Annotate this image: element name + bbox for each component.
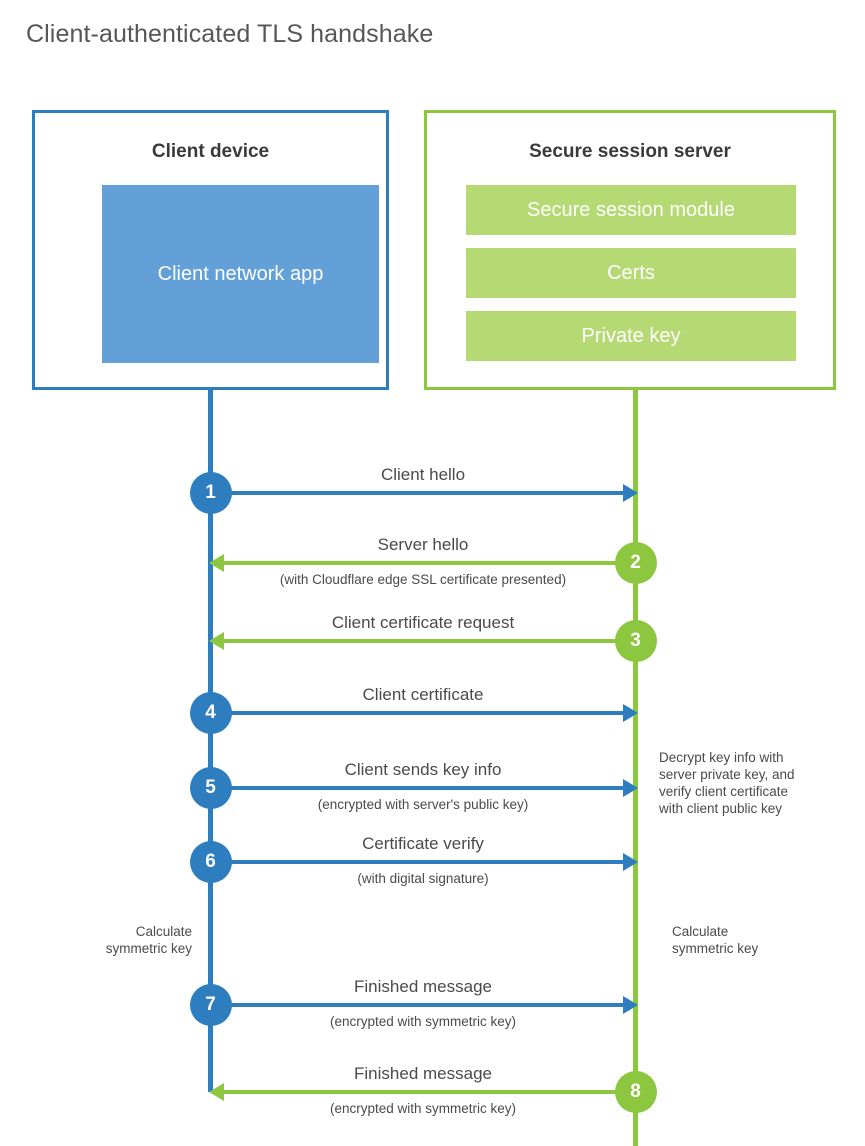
message-sublabel-6: (with digital signature)	[357, 871, 489, 886]
step-number-5[interactable]: 5	[189, 767, 232, 809]
step-number-8[interactable]: 8	[614, 1071, 657, 1113]
message-label-3: Client certificate request	[331, 613, 515, 632]
message-sublabel-7: (encrypted with symmetric key)	[329, 1014, 517, 1029]
message-label-5: Client sends key info	[344, 760, 502, 779]
step-number-6[interactable]: 6	[189, 841, 232, 883]
server-component-private-key: Private key	[466, 311, 796, 361]
step-number-3[interactable]: 3	[614, 620, 657, 662]
arrow-head-3	[208, 632, 224, 650]
arrow-line-8	[222, 1090, 636, 1094]
note-client-calculate-symmetric-key: Calculate symmetric key	[105, 924, 192, 956]
client-network-app-block: Client network app	[102, 185, 379, 363]
message-sublabel-8: (encrypted with symmetric key)	[329, 1101, 517, 1116]
message-label-1: Client hello	[380, 465, 466, 484]
arrow-head-4	[622, 704, 638, 722]
arrow-head-2	[208, 554, 224, 572]
arrow-line-3	[222, 639, 636, 643]
secure-session-server-box: Secure session server Secure session mod…	[424, 110, 836, 390]
arrow-line-1	[210, 491, 624, 495]
step-number-4[interactable]: 4	[189, 692, 232, 734]
server-lifeline	[633, 390, 638, 1146]
note-server-calculate-symmetric-key: Calculate symmetric key	[672, 924, 759, 956]
arrow-head-7	[622, 996, 638, 1014]
step-number-1[interactable]: 1	[189, 472, 232, 514]
secure-session-server-title: Secure session server	[529, 141, 731, 162]
arrow-line-6	[210, 860, 624, 864]
server-component-secure-session-module: Secure session module	[466, 185, 796, 235]
message-label-2: Server hello	[377, 535, 469, 554]
server-component-certs: Certs	[466, 248, 796, 298]
arrow-head-8	[208, 1083, 224, 1101]
step-number-7[interactable]: 7	[189, 984, 232, 1026]
arrow-line-5	[210, 786, 624, 790]
arrow-line-7	[210, 1003, 624, 1007]
arrow-head-1	[622, 484, 638, 502]
step-number-2[interactable]: 2	[614, 542, 657, 584]
arrow-head-6	[622, 853, 638, 871]
message-label-7: Finished message	[354, 977, 492, 996]
note-server-decrypt: Decrypt key info with server private key…	[659, 750, 795, 816]
message-label-4: Client certificate	[362, 685, 484, 704]
message-sublabel-5: (encrypted with server's public key)	[317, 797, 529, 812]
client-lifeline	[208, 390, 213, 1092]
client-device-box: Client device Client network app	[32, 110, 389, 390]
arrow-head-5	[622, 779, 638, 797]
message-label-6: Certificate verify	[362, 834, 484, 853]
client-device-title: Client device	[151, 141, 270, 162]
message-label-8: Finished message	[354, 1064, 492, 1083]
page-title: Client-authenticated TLS handshake	[26, 20, 434, 48]
arrow-line-2	[222, 561, 636, 565]
message-sublabel-2: (with Cloudflare edge SSL certificate pr…	[279, 572, 567, 587]
arrow-line-4	[210, 711, 624, 715]
